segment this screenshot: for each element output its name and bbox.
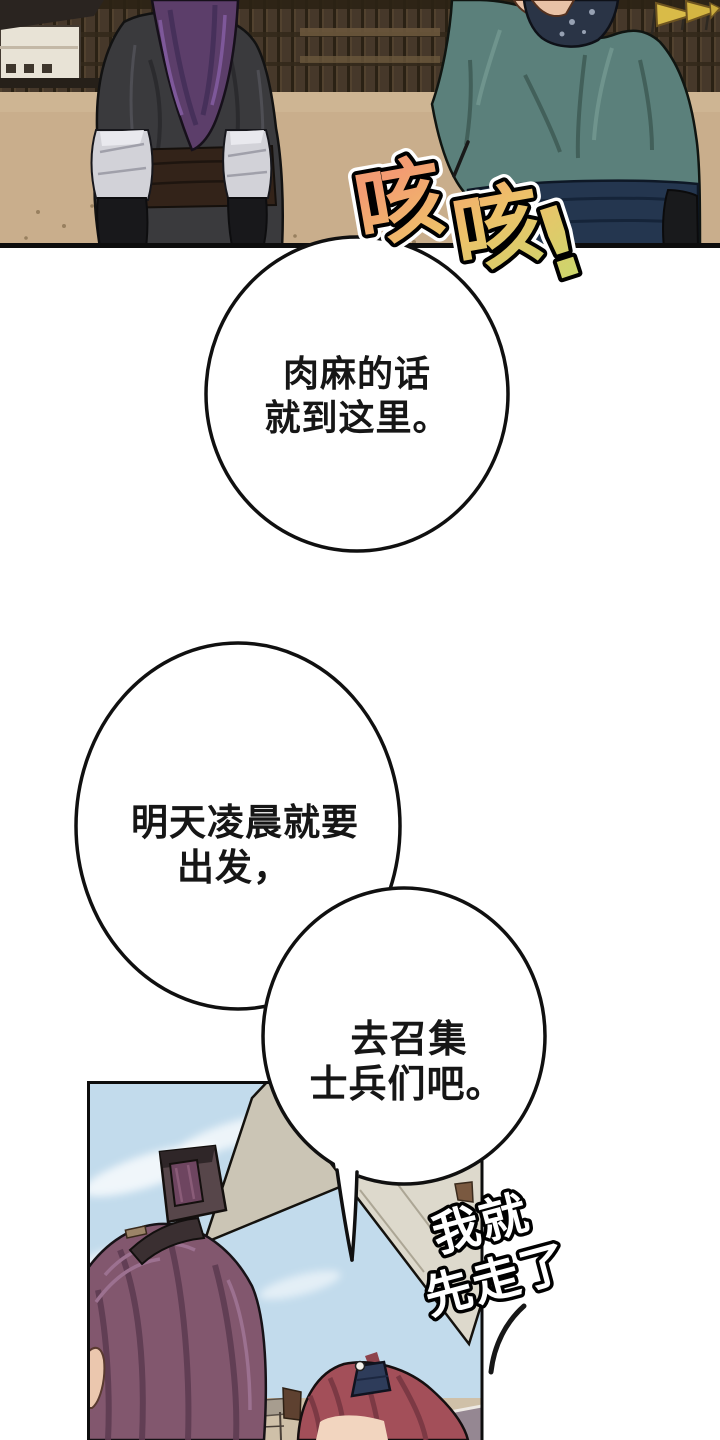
arm-wrap-left: [90, 129, 154, 202]
bubble-texts: 肉麻的话 就到这里。 明天凌晨就要 出发， 去召集 士兵们吧。: [131, 354, 504, 1106]
cap-band: [128, 1216, 206, 1266]
sfx-exit-words: 我就 先走了: [416, 1182, 579, 1330]
panel-top: [0, 0, 720, 243]
glove-teal-right: [662, 188, 699, 243]
speech-bubble-3: [261, 886, 547, 1186]
speech-flourish-line: [488, 1303, 527, 1375]
bubble-3-line-2: 士兵们吧。: [309, 1062, 504, 1106]
sfx-cough-char2-outline: 咳: [445, 170, 550, 287]
tent-pole-corner: [454, 1181, 474, 1203]
navy-sash: [464, 179, 700, 243]
speech-bubbles: [74, 235, 547, 1262]
sfx-cough-char1-outline: 咳: [347, 144, 452, 261]
building: [0, 0, 150, 88]
hand-skin: [530, 0, 576, 18]
topknot-cap: [124, 1144, 228, 1266]
glove-left: [96, 197, 149, 243]
character-black-robe: [90, 0, 284, 243]
topknot-bead: [354, 1360, 366, 1372]
character-crimson-hair: [296, 1352, 470, 1440]
brown-crate: [282, 1387, 302, 1421]
bubble-1-line-1: 肉麻的话: [283, 354, 431, 395]
arm-wrap-right: [222, 129, 273, 199]
bubble-1-line-2: 就到这里。: [264, 398, 449, 439]
bubble-3-tail: [334, 1158, 360, 1262]
character-teal-robe: [430, 0, 702, 243]
forehead-skin: [316, 1415, 388, 1440]
yellow-flags: [650, 0, 720, 35]
glove-right: [226, 197, 268, 243]
hair-pin: [124, 1225, 148, 1239]
character-plum-hair: [89, 1144, 268, 1440]
ear-skin: [89, 1346, 106, 1409]
accent-line: [452, 140, 470, 178]
speech-bubble-1: [204, 235, 510, 553]
building-roof: [0, 0, 104, 30]
sfx-cough-char1: 咳: [347, 144, 452, 261]
bubble-3-line-1: 去召集: [350, 1017, 467, 1061]
bubble-2-line-2: 出发，: [177, 846, 291, 889]
bubble-2-line-1: 明天凌晨就要: [131, 801, 359, 844]
